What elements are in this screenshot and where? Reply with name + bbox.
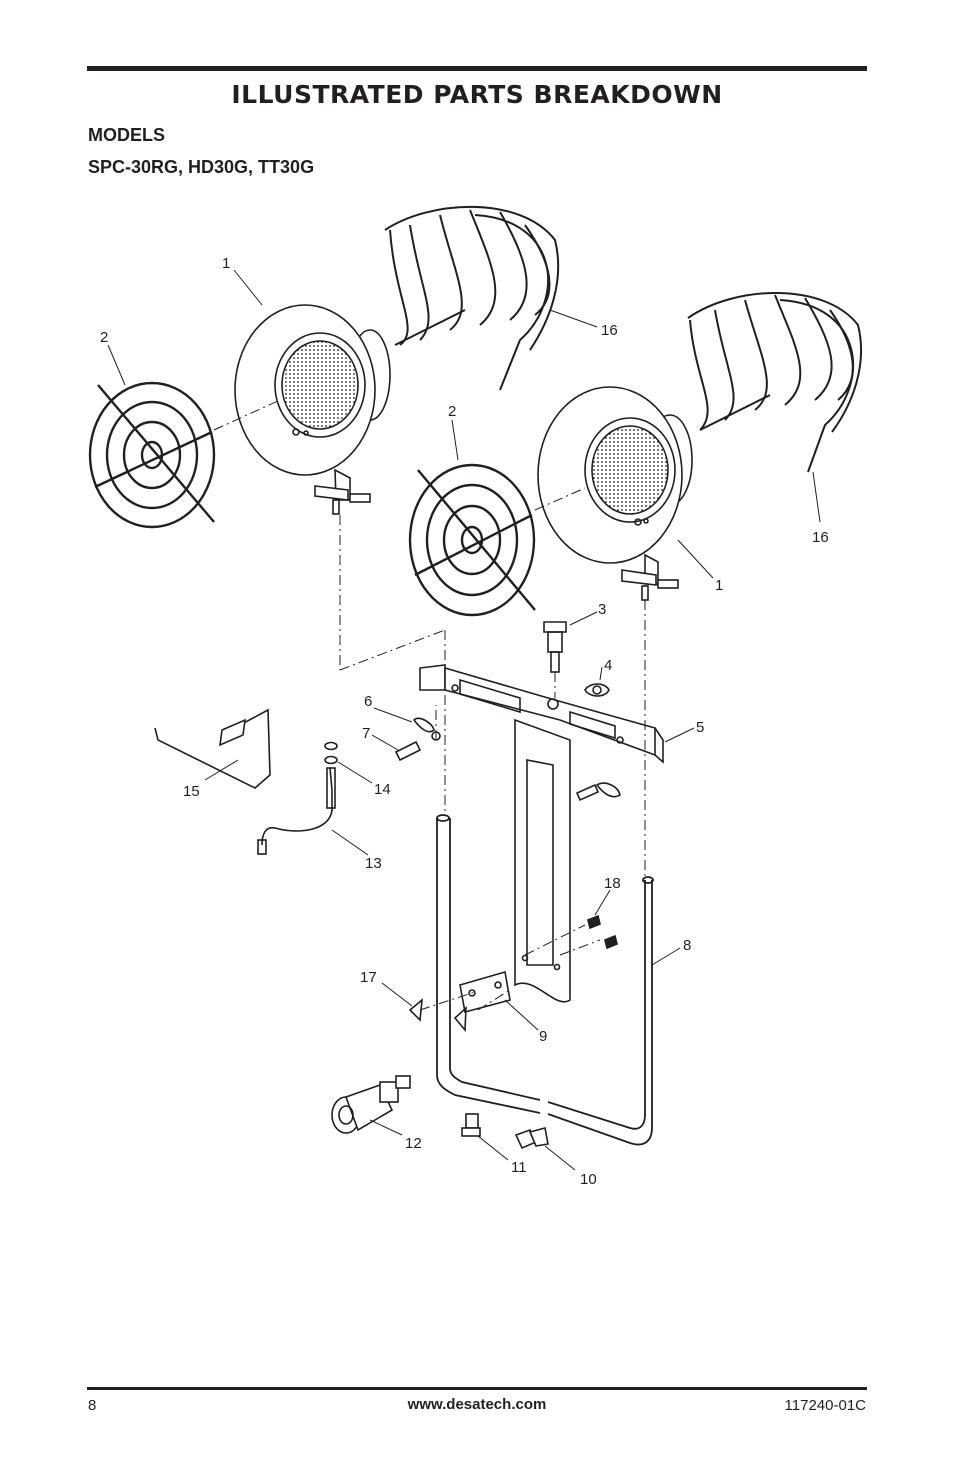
thermocouple xyxy=(257,767,336,855)
burner-guard-right xyxy=(408,463,536,617)
side-plate xyxy=(408,970,511,1033)
callout-15: 15 xyxy=(183,783,200,800)
burner-guard-left xyxy=(88,381,216,529)
igniter-wire xyxy=(154,708,271,789)
callout-7: 7 xyxy=(362,725,370,742)
heater-head-left xyxy=(234,304,391,515)
assembly-lines xyxy=(213,399,646,1011)
callout-12: 12 xyxy=(405,1135,422,1152)
page-number: 8 xyxy=(88,1397,97,1414)
callout-8: 8 xyxy=(683,937,691,954)
cage-guard-right xyxy=(687,292,863,473)
callout-5: 5 xyxy=(696,719,704,736)
callout-1-right: 1 xyxy=(715,577,723,594)
parts-diagram: 1 2 16 2 1 16 3 4 5 6 7 15 14 13 18 8 17… xyxy=(88,205,863,1188)
callout-labels: 1 2 16 2 1 16 3 4 5 6 7 15 14 13 18 8 17… xyxy=(100,255,829,1188)
washers xyxy=(324,741,338,765)
fitting-10 xyxy=(514,1127,549,1150)
small-parts xyxy=(394,621,621,802)
fitting-11 xyxy=(461,1113,481,1137)
mounting-bracket xyxy=(419,664,664,1003)
callout-9: 9 xyxy=(539,1028,547,1045)
callout-17: 17 xyxy=(360,969,377,986)
callout-14: 14 xyxy=(374,781,391,798)
callout-18: 18 xyxy=(604,875,621,892)
callout-3: 3 xyxy=(598,601,606,618)
bottom-rule xyxy=(87,1387,867,1390)
document-number: 117240-01C xyxy=(784,1397,866,1414)
callout-2-center: 2 xyxy=(448,403,456,420)
callout-2-left: 2 xyxy=(100,329,108,346)
models-label: MODELS xyxy=(88,125,166,145)
callout-1-left: 1 xyxy=(222,255,230,272)
cage-guard-left xyxy=(384,205,560,391)
leader-lines xyxy=(107,269,821,1171)
models-list: SPC-30RG, HD30G, TT30G xyxy=(88,157,315,177)
callout-6: 6 xyxy=(364,693,372,710)
callout-11: 11 xyxy=(511,1159,527,1176)
callout-13: 13 xyxy=(365,855,382,872)
callout-10: 10 xyxy=(580,1171,597,1188)
heater-head-right xyxy=(537,386,693,601)
page-title: ILLUSTRATED PARTS BREAKDOWN xyxy=(231,80,723,109)
website-link[interactable]: www.desatech.com xyxy=(407,1396,547,1413)
handle-tube xyxy=(436,814,654,1146)
callout-16-right: 16 xyxy=(812,529,829,546)
screws xyxy=(587,914,618,950)
regulator-fitting xyxy=(331,1075,411,1134)
top-rule xyxy=(87,66,867,71)
callout-16-left: 16 xyxy=(601,322,618,339)
callout-4: 4 xyxy=(604,657,612,674)
